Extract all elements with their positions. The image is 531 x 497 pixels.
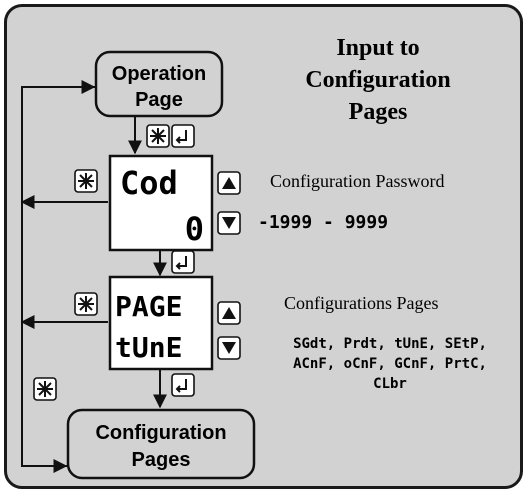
enter-key-icon [171, 124, 195, 148]
down-arrow-key-icon [217, 336, 241, 360]
pages-list-line3: CLbr [373, 376, 407, 392]
password-display: Cod 0 [108, 154, 214, 252]
diagram-title: Input to Configuration Pages [305, 35, 450, 125]
title-line-3: Pages [349, 99, 408, 125]
operation-page-label-1: Operation [112, 63, 206, 85]
up-arrow-key-icon [217, 171, 241, 195]
enter-key-icon [171, 373, 195, 397]
title-line-1: Input to [336, 35, 419, 61]
pages-label: Configurations Pages [284, 293, 439, 313]
down-arrow-key-icon [217, 211, 241, 235]
configuration-pages-box: Configuration Pages [66, 408, 256, 480]
password-display-line1: Cod [120, 164, 178, 202]
configuration-pages-label-2: Pages [132, 449, 191, 471]
asterisk-key-icon [74, 169, 98, 193]
up-arrow-key-icon [217, 301, 241, 325]
configuration-pages-label-1: Configuration [95, 422, 226, 444]
pages-list-line2: ACnF, oCnF, GCnF, PrtC, [293, 356, 487, 372]
asterisk-key-icon [33, 377, 57, 401]
asterisk-key-icon [146, 124, 170, 148]
title-line-2: Configuration [305, 67, 450, 93]
password-label: Configuration Password [270, 171, 445, 191]
pages-display: PAGE tUnE [108, 275, 214, 371]
password-display-line2: 0 [185, 210, 204, 248]
pages-list-line1: SGdt, Prdt, tUnE, SEtP, [293, 336, 487, 352]
enter-key-icon [171, 250, 195, 274]
operation-page-box: Operation Page [94, 50, 224, 118]
pages-display-line2: tUnE [115, 331, 182, 364]
password-range: -1999 - 9999 [258, 212, 388, 233]
asterisk-key-icon [74, 292, 98, 316]
operation-page-label-2: Page [135, 89, 183, 111]
pages-display-line1: PAGE [115, 290, 182, 323]
